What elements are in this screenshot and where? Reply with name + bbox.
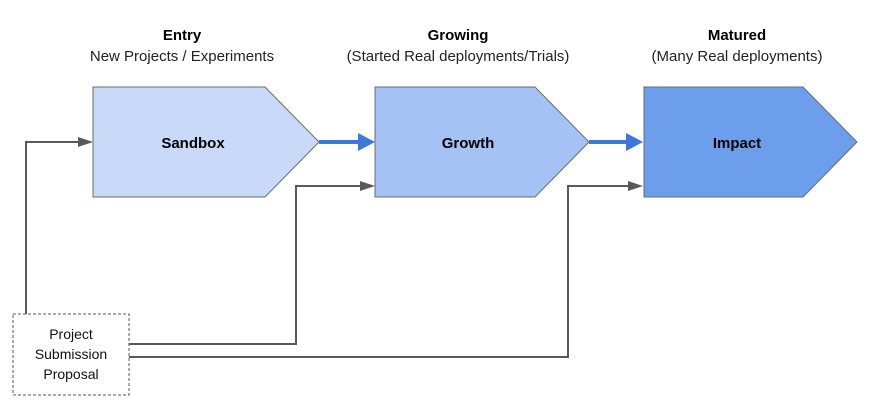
- project-submission-proposal-box: [12, 313, 130, 396]
- growth-label: Growth: [442, 135, 495, 152]
- proposal-line-1: Project: [49, 326, 93, 342]
- proposal-to-sandbox-connector: [25, 141, 80, 314]
- proposal-to-growth-connector: [129, 185, 362, 345]
- proposal-to-growth-arrow-head: [360, 181, 375, 191]
- impact-label: Impact: [713, 135, 761, 152]
- stage-title-matured: Matured: [708, 27, 766, 44]
- stage-subtitle-growing: (Started Real deployments/Trials): [347, 48, 570, 65]
- growth-to-impact-arrow-head: [626, 133, 643, 151]
- sandbox-label: Sandbox: [161, 135, 225, 152]
- proposal-line-3: Proposal: [43, 366, 98, 382]
- proposal-to-impact-arrow-head: [628, 181, 643, 191]
- stage-subtitle-entry: New Projects / Experiments: [90, 48, 274, 65]
- impact-box: [643, 86, 858, 198]
- proposal-to-sandbox-arrow-head: [78, 137, 93, 147]
- proposal-to-impact-connector: [129, 185, 630, 358]
- stage-title-entry: Entry: [163, 27, 202, 44]
- proposal-line-2: Submission: [35, 346, 107, 362]
- sandbox-to-growth-arrow-head: [358, 133, 375, 151]
- stage-title-growing: Growing: [428, 27, 489, 44]
- stage-subtitle-matured: (Many Real deployments): [652, 48, 823, 65]
- sandbox-box: [92, 86, 320, 198]
- growth-box: [374, 86, 590, 198]
